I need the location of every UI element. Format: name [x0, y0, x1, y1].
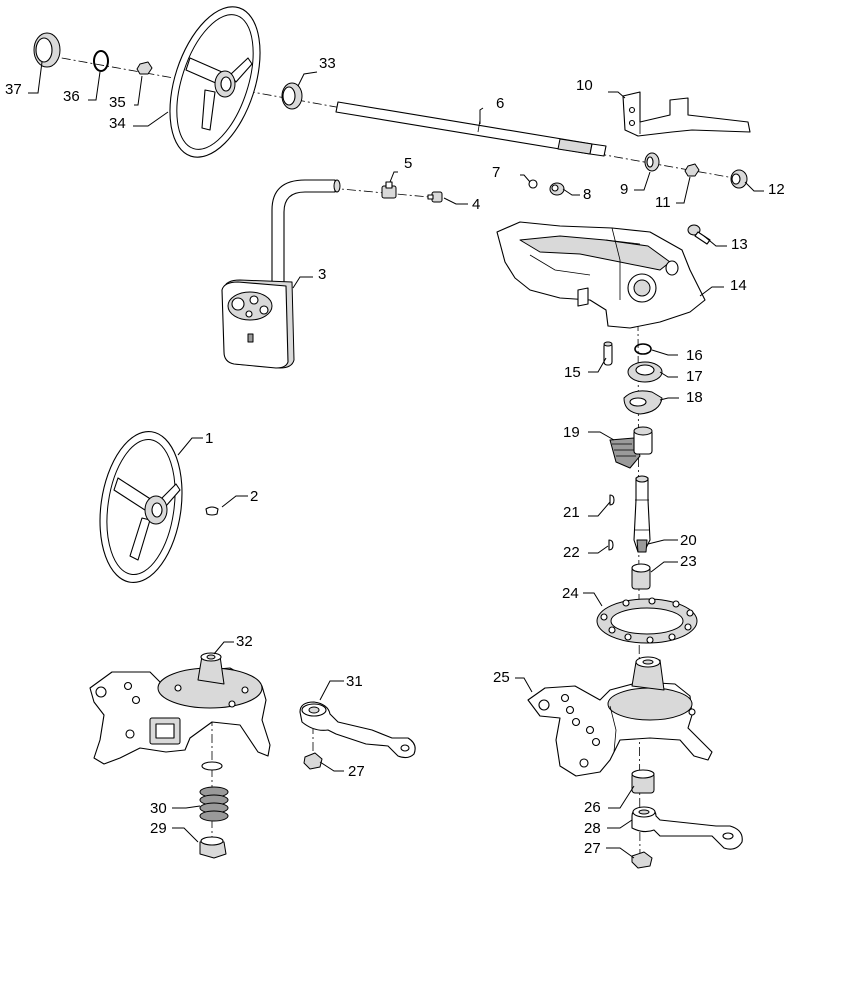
part-24-gasket [596, 597, 698, 644]
part-13-bolt [687, 224, 711, 245]
part-35-nut [136, 61, 153, 75]
callout-2: 2 [250, 488, 258, 505]
callout-3: 3 [318, 266, 326, 283]
callout-17: 17 [686, 368, 703, 385]
callout-30: 30 [150, 800, 167, 817]
callout-29: 29 [150, 820, 167, 837]
part-10-bracket [622, 91, 751, 137]
callout-8: 8 [583, 186, 591, 203]
callout-5: 5 [404, 155, 412, 172]
callout-22: 22 [563, 544, 580, 561]
callout-4: 4 [472, 196, 480, 213]
callout-28: 28 [584, 820, 601, 837]
callout-19: 19 [563, 424, 580, 441]
callout-10: 10 [576, 77, 593, 94]
part-26-bushing [631, 769, 655, 794]
part-29-nut [199, 836, 227, 859]
part-8-nut [549, 182, 565, 196]
part-12-cap [730, 169, 748, 189]
callout-25: 25 [493, 669, 510, 686]
part-16-ring [634, 343, 652, 355]
callout-27-right: 27 [584, 840, 601, 857]
callout-37: 37 [5, 81, 22, 98]
callout-23: 23 [680, 553, 697, 570]
part-25-spindle-housing [527, 656, 713, 777]
part-9-bushing [644, 152, 660, 172]
callout-21: 21 [563, 504, 580, 521]
part-14-steering-housing [496, 221, 706, 329]
leader-lines [28, 61, 764, 859]
part-1-steering-wheel [99, 430, 183, 584]
part-17-bearing [627, 361, 663, 383]
callout-18: 18 [686, 389, 703, 406]
part-31-steering-arm [299, 701, 416, 759]
callout-26: 26 [584, 799, 601, 816]
callout-35: 35 [109, 94, 126, 111]
callout-1: 1 [205, 430, 213, 447]
part-36-snap-ring [93, 50, 109, 72]
part-34-steering-wheel [169, 6, 261, 158]
part-7-washer [528, 179, 538, 189]
part-28-steering-arm [631, 806, 743, 850]
part-18-plate [623, 390, 663, 415]
part-27-nut-right [631, 851, 653, 869]
part-11-nut [684, 163, 700, 177]
callout-33: 33 [319, 55, 336, 72]
callout-13: 13 [731, 236, 748, 253]
callout-12: 12 [768, 181, 785, 198]
part-27-nut-left [303, 752, 323, 770]
part-22-key [608, 539, 614, 551]
callout-27-left: 27 [348, 763, 365, 780]
callout-20: 20 [680, 532, 697, 549]
callout-16: 16 [686, 347, 703, 364]
part-4-screw [427, 191, 443, 203]
part-33-bushing [281, 82, 303, 110]
part-15-pin [603, 341, 613, 366]
callout-14: 14 [730, 277, 747, 294]
callout-11: 11 [655, 194, 671, 211]
part-20-shaft [633, 475, 651, 553]
callout-9: 9 [620, 181, 628, 198]
callout-36: 36 [63, 88, 80, 105]
callout-31: 31 [346, 673, 363, 690]
callout-34: 34 [109, 115, 126, 132]
part-21-key [609, 494, 615, 506]
part-5-fitting [381, 181, 397, 199]
callout-24: 24 [562, 585, 579, 602]
callout-32: 32 [236, 633, 253, 650]
part-3-control-head [221, 179, 341, 369]
part-2-cap [205, 506, 219, 516]
part-19-sector-gear [609, 426, 653, 469]
part-23-bushing [631, 563, 651, 590]
callout-15: 15 [564, 364, 581, 381]
part-30-spring [199, 761, 229, 822]
callout-7: 7 [492, 164, 500, 181]
part-37-cap [33, 32, 61, 68]
callout-labels: 37 36 35 34 33 6 10 7 8 9 11 12 13 14 5 … [5, 55, 785, 857]
callout-6: 6 [496, 95, 504, 112]
part-32-spindle-housing [89, 652, 271, 765]
part-6-steering-shaft [335, 101, 607, 157]
